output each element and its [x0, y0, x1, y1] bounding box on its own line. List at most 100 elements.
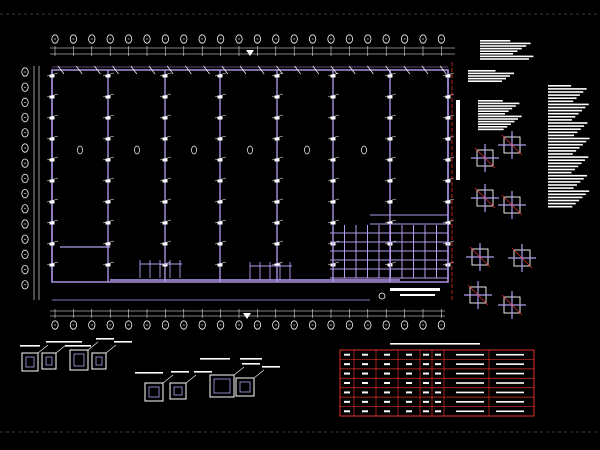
column-marker [162, 179, 168, 183]
top-axis-bubble [217, 34, 225, 44]
bay-label-marker [191, 145, 197, 155]
column-marker [387, 74, 393, 78]
general-notes-text [548, 88, 587, 90]
table-cell [423, 391, 429, 394]
table-cell [456, 410, 484, 413]
table-cell [496, 353, 524, 356]
table-cell [435, 382, 441, 384]
column-tag [159, 72, 172, 77]
column-tag [214, 114, 227, 119]
table-cell [496, 410, 524, 413]
left-axis-bubble [21, 249, 29, 259]
table-cell [456, 372, 484, 375]
column-marker [217, 179, 223, 183]
column-marker [105, 221, 111, 225]
column-marker [274, 95, 280, 99]
column-section-inner [239, 381, 251, 393]
column-marker [49, 137, 55, 141]
column-tag [46, 198, 59, 203]
table-cell [344, 410, 350, 413]
column-tag [327, 177, 340, 182]
general-notes-text [548, 168, 575, 171]
table-frame [339, 349, 535, 417]
column-marker [49, 242, 55, 246]
column-tag [46, 177, 59, 182]
table-cell [406, 391, 412, 394]
top-axis-bubble [235, 34, 243, 44]
note-text [468, 75, 510, 77]
general-notes-text [548, 85, 572, 87]
column-tag [442, 156, 455, 161]
table-title [390, 343, 480, 345]
note-text [468, 77, 506, 80]
table-cell [496, 391, 524, 394]
top-beam-tag [112, 65, 119, 75]
column-tag [271, 93, 284, 98]
column-tag [384, 114, 397, 119]
general-notes-text [548, 165, 579, 168]
table-cell [384, 382, 390, 384]
column-tag [102, 240, 115, 245]
column-section [91, 352, 107, 370]
general-notes-text [548, 184, 577, 186]
column-section [21, 352, 39, 372]
column-section-inner [213, 378, 231, 394]
left-axis-bubble [21, 113, 29, 123]
column-marker [274, 179, 280, 183]
note-text [468, 72, 514, 75]
table-cell [384, 400, 390, 403]
top-beam-tag [257, 65, 265, 75]
table-cell [406, 363, 412, 366]
column-marker [49, 95, 55, 99]
note-text [478, 100, 503, 102]
column-tag [159, 261, 172, 266]
general-notes-text [548, 109, 583, 112]
column-marker [105, 74, 111, 78]
detail-title [200, 358, 230, 360]
top-beam-tag [348, 65, 356, 75]
bottom-axis-bubble [382, 320, 390, 330]
column-tag [271, 135, 284, 140]
top-axis-bubble [143, 34, 151, 44]
column-tag [159, 219, 172, 224]
top-beam-tag [312, 65, 320, 75]
column-tag [384, 198, 397, 203]
table-cell [362, 400, 368, 403]
column-tag [384, 156, 397, 161]
general-notes-text [548, 97, 577, 99]
detail-sketch-cut [501, 134, 523, 156]
table-cell [384, 391, 390, 394]
bottom-axis-bubble [217, 320, 225, 330]
column-marker [330, 116, 336, 120]
column-marker [105, 95, 111, 99]
column-section-leader [87, 341, 99, 351]
column-tag [384, 72, 397, 77]
column-tag [159, 135, 172, 140]
top-axis-bubble [327, 34, 335, 44]
table-cell [384, 372, 390, 375]
bottom-axis-bubble [308, 320, 317, 330]
column-marker [105, 137, 111, 141]
bottom-axis-bubble [345, 320, 353, 330]
detail-sketch-cut [511, 247, 533, 269]
column-tag [46, 261, 59, 266]
note-text [478, 113, 505, 115]
top-beam-tag [75, 65, 83, 75]
general-notes-text [548, 205, 573, 208]
note-text [478, 120, 515, 123]
column-tag [46, 114, 59, 119]
column-tag [327, 114, 340, 119]
column-section-label [114, 341, 132, 343]
table-cell [362, 382, 368, 384]
general-notes-text [548, 112, 579, 115]
column-section-leader [105, 344, 117, 354]
top-axis-bubble [364, 34, 372, 44]
column-marker [274, 242, 280, 246]
top-axis-bubble [419, 34, 427, 44]
scale-bar [390, 288, 440, 291]
column-marker [162, 242, 168, 246]
top-beam-tag [330, 65, 338, 75]
right-notes-panel [456, 40, 590, 319]
column-tag [214, 198, 227, 203]
